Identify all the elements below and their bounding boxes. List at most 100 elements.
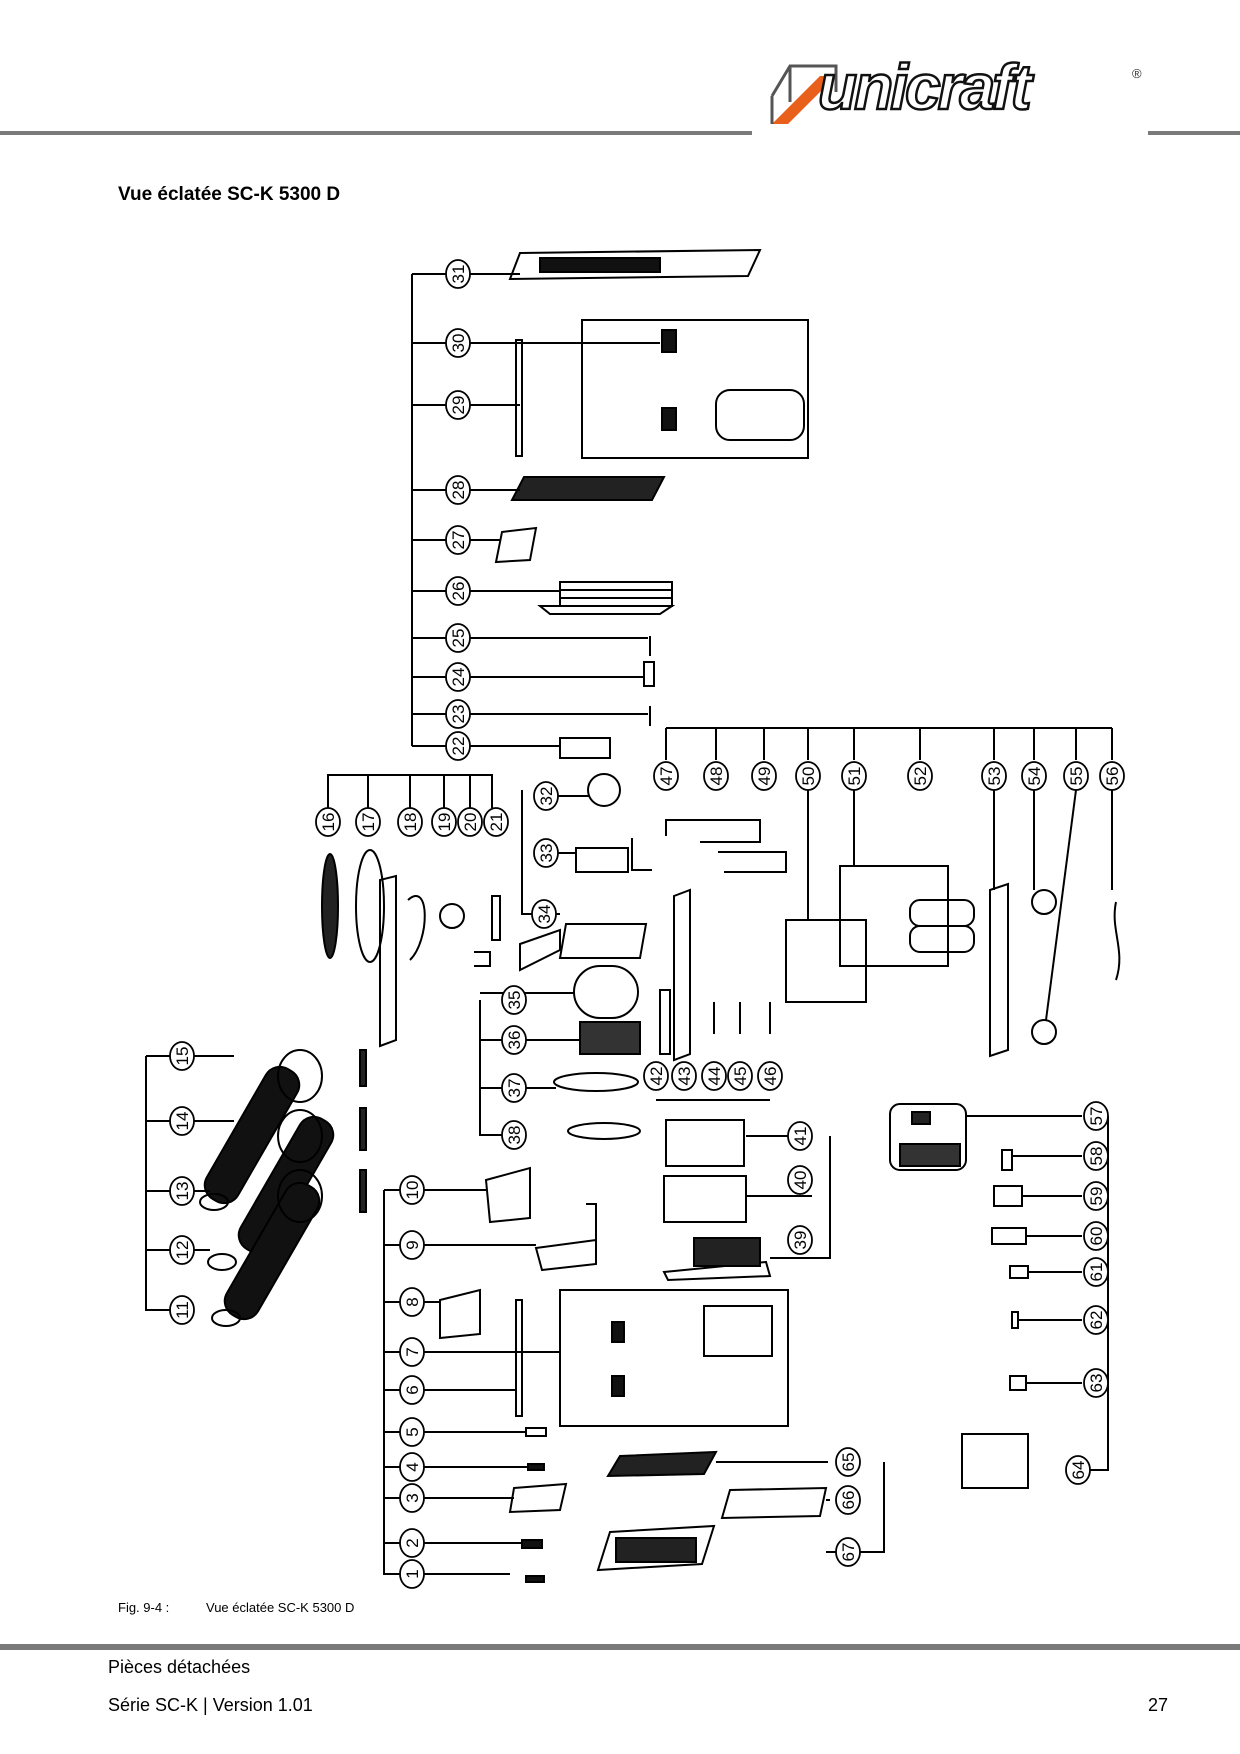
callout-11: 11: [169, 1295, 195, 1325]
callout-26: 26: [445, 576, 471, 606]
callout-65: 65: [835, 1447, 861, 1477]
footer-series-version: Série SC-K | Version 1.01: [108, 1695, 313, 1715]
callout-balloon: [703, 761, 729, 791]
callout-22: 22: [445, 731, 471, 761]
callout-49: 49: [751, 761, 777, 791]
callout-balloon: [835, 1537, 861, 1567]
callout-balloon: [483, 807, 509, 837]
part-clip: [525, 1427, 547, 1437]
part-impeller: [579, 1021, 641, 1055]
callout-number: 12: [173, 1241, 192, 1260]
part-display: [993, 1185, 1023, 1207]
callout-number: 3: [403, 1493, 422, 1502]
callout-25: 25: [445, 623, 471, 653]
part-compressor-housing: [839, 865, 949, 967]
callout-number: 31: [449, 265, 468, 284]
callout-29: 29: [445, 390, 471, 420]
callout-36: 36: [501, 1025, 527, 1055]
callout-balloon: [787, 1121, 813, 1151]
callout-number: 45: [731, 1067, 750, 1086]
callout-41: 41: [787, 1121, 813, 1151]
callout-balloon: [169, 1176, 195, 1206]
callout-number: 51: [845, 767, 864, 786]
callout-balloon: [399, 1483, 425, 1513]
callout-40: 40: [787, 1165, 813, 1195]
callout-14: 14: [169, 1106, 195, 1136]
part-plate: [558, 923, 648, 959]
callout-balloon: [1083, 1221, 1109, 1251]
callout-balloon: [835, 1485, 861, 1515]
callout-number: 27: [449, 531, 468, 550]
callout-balloon: [1083, 1368, 1109, 1398]
header-rule-right: [1148, 131, 1240, 135]
callout-32: 32: [533, 781, 559, 811]
callout-67: 67: [835, 1537, 861, 1567]
callout-64: 64: [1065, 1455, 1091, 1485]
callout-balloon: [445, 576, 471, 606]
callout-balloon: [1083, 1101, 1109, 1131]
part-unit-body: [889, 1103, 967, 1171]
callout-balloon: [445, 259, 471, 289]
part-panel: [484, 1166, 531, 1224]
part-frame: [379, 874, 397, 1048]
callout-number: 20: [461, 813, 480, 832]
callout-balloon: [787, 1225, 813, 1255]
callout-number: 39: [791, 1231, 810, 1250]
callout-23: 23: [445, 699, 471, 729]
callout-27: 27: [445, 525, 471, 555]
callout-number: 52: [911, 767, 930, 786]
figure-label: Fig. 9-4 :: [118, 1600, 170, 1615]
callout-number: 19: [435, 813, 454, 832]
callout-number: 57: [1087, 1107, 1106, 1126]
callout-number: 43: [675, 1067, 694, 1086]
callout-number: 58: [1087, 1147, 1106, 1166]
callout-number: 65: [839, 1453, 858, 1472]
callout-34: 34: [531, 899, 557, 929]
callout-balloon: [399, 1175, 425, 1205]
callout-number: 49: [755, 767, 774, 786]
part-bracket: [494, 526, 538, 564]
callout-balloon: [445, 699, 471, 729]
callout-number: 63: [1087, 1374, 1106, 1393]
logo-word: unicraft: [817, 50, 1033, 125]
callout-balloon: [399, 1375, 425, 1405]
callout-number: 2: [403, 1538, 422, 1547]
callout-18: 18: [397, 807, 423, 837]
callout-balloon: [169, 1041, 195, 1071]
callout-balloon: [835, 1447, 861, 1477]
callout-21: 21: [483, 807, 509, 837]
callout-number: 21: [487, 813, 506, 832]
callout-number: 66: [839, 1491, 858, 1510]
callout-number: 9: [403, 1240, 422, 1249]
callout-balloon: [1099, 761, 1125, 791]
callout-balloon: [445, 328, 471, 358]
callout-number: 38: [505, 1126, 524, 1145]
callout-balloon: [727, 1061, 753, 1091]
callout-number: 28: [449, 481, 468, 500]
callout-balloon: [501, 1025, 527, 1055]
callout-number: 15: [173, 1047, 192, 1066]
callout-51: 51: [841, 761, 867, 791]
callout-number: 13: [173, 1182, 192, 1201]
part-gasket: [567, 1122, 641, 1140]
callout-1: 1: [399, 1559, 425, 1589]
callout-number: 50: [799, 767, 818, 786]
callout-number: 53: [985, 767, 1004, 786]
part-control-box: [665, 1119, 745, 1167]
callout-57: 57: [1083, 1101, 1109, 1131]
callout-24: 24: [445, 662, 471, 692]
callout-59: 59: [1083, 1181, 1109, 1211]
callout-28: 28: [445, 475, 471, 505]
callout-balloon: [457, 807, 483, 837]
callout-balloon: [501, 1073, 527, 1103]
callout-20: 20: [457, 807, 483, 837]
part-gasket-ring: [321, 853, 339, 959]
parts-drawings: [199, 248, 1121, 1583]
brand-logo: unicraft ®: [762, 50, 1142, 136]
callout-balloon: [399, 1337, 425, 1367]
callout-balloon: [169, 1295, 195, 1325]
part-heater: [559, 581, 673, 607]
callout-balloon: [1021, 761, 1047, 791]
callout-balloon: [445, 731, 471, 761]
callout-number: 24: [449, 668, 468, 687]
